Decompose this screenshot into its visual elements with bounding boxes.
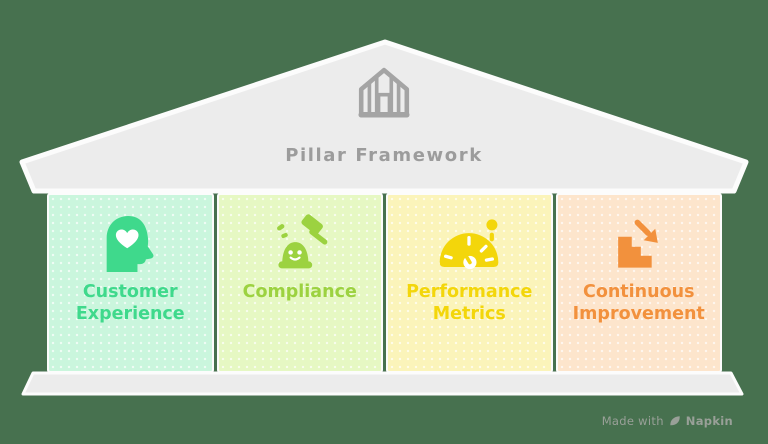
watermark-brand: Napkin (685, 414, 733, 428)
watermark: Made with Napkin (602, 414, 733, 428)
gauge-icon (436, 204, 502, 274)
pillar-label: Continuous Improvement (572, 282, 705, 325)
diagram-title: Pillar Framework (285, 145, 483, 166)
pillar-performance-metrics: Performance Metrics (386, 193, 553, 373)
napkin-logo-icon (669, 415, 681, 427)
pillar-customer-experience: Customer Experience (47, 193, 214, 373)
head-heart-icon (102, 204, 158, 274)
gavel-icon (270, 204, 330, 274)
pillar-label: Compliance (242, 282, 357, 302)
pillar-label: Customer Experience (75, 282, 185, 325)
base-shape (21, 371, 744, 396)
pillar-continuous-improvement: Continuous Improvement (555, 193, 722, 373)
pillar-compliance: Compliance (216, 193, 383, 373)
stairs-decline-icon (610, 204, 668, 274)
watermark-prefix: Made with (601, 414, 664, 428)
pillars-row: Customer Experience Compliance (47, 193, 722, 373)
pillar-label: Performance Metrics (406, 282, 533, 325)
building-icon (353, 64, 415, 124)
